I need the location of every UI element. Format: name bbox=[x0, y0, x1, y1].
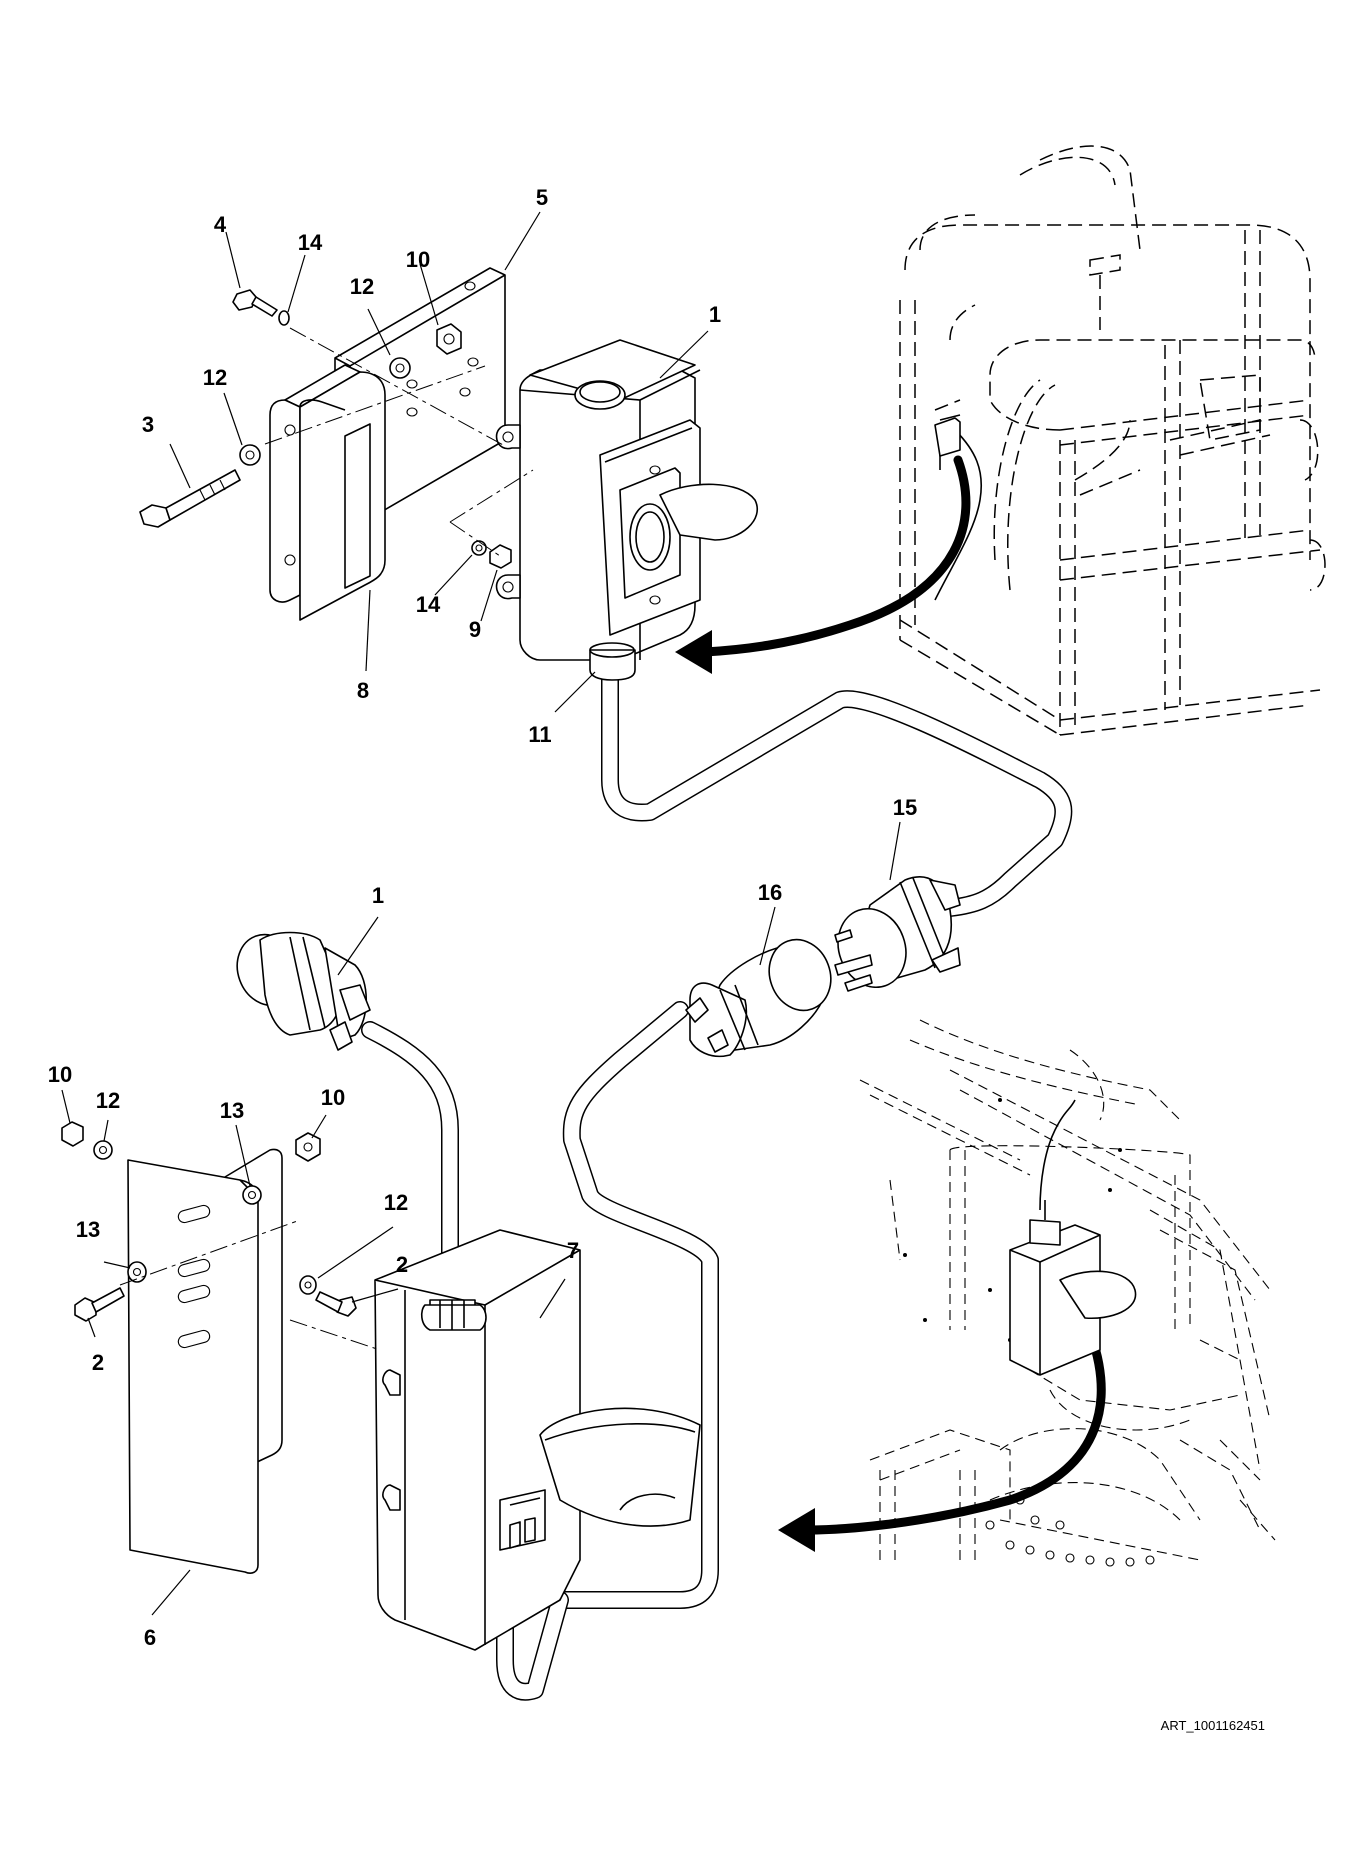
label-decal bbox=[344, 423, 371, 589]
art-id: ART_1001162451 bbox=[1161, 1718, 1265, 1733]
callout-6: 6 bbox=[144, 1625, 156, 1650]
spacer-lower-right bbox=[242, 1185, 262, 1205]
chassis-phantom bbox=[859, 1019, 1276, 1567]
breaker-cable bbox=[361, 1021, 459, 1309]
lock-nut-lower bbox=[489, 544, 512, 569]
chassis-outlet-detail bbox=[1009, 1200, 1137, 1376]
centerline-a bbox=[289, 327, 506, 447]
callout-10: 10 bbox=[48, 1062, 72, 1087]
outlet-cable bbox=[601, 646, 1073, 917]
breaker-plug bbox=[236, 931, 371, 1051]
callout-7: 7 bbox=[567, 1238, 579, 1263]
callout-1: 1 bbox=[372, 883, 384, 908]
centerline-f bbox=[289, 1319, 381, 1351]
callout-10: 10 bbox=[406, 247, 430, 272]
lock-washer-lower bbox=[471, 540, 487, 556]
washer-lower-left bbox=[93, 1140, 113, 1160]
hex-bolt-top bbox=[232, 289, 278, 317]
long-hex-bolt bbox=[139, 469, 241, 528]
callout-12: 12 bbox=[350, 274, 374, 299]
chassis-cable-lead bbox=[1039, 1099, 1076, 1211]
callout-10: 10 bbox=[321, 1085, 345, 1110]
callout-12: 12 bbox=[203, 365, 227, 390]
breaker-box bbox=[374, 1229, 701, 1651]
platform-location-arrow bbox=[675, 455, 971, 674]
callout-16: 16 bbox=[758, 880, 782, 905]
callout-15: 15 bbox=[893, 795, 917, 820]
cable-gland bbox=[420, 1299, 487, 1331]
callout-2: 2 bbox=[396, 1252, 408, 1277]
cable-grommet bbox=[589, 642, 636, 681]
breaker-lower-cable bbox=[496, 1591, 569, 1701]
flat-washer-bolt bbox=[239, 444, 261, 466]
callout-1: 1 bbox=[709, 302, 721, 327]
callout-3: 3 bbox=[142, 412, 154, 437]
callout-14: 14 bbox=[416, 592, 441, 617]
platform-outlet-detail bbox=[934, 414, 961, 457]
callout-8: 8 bbox=[357, 678, 369, 703]
callout-9: 9 bbox=[469, 617, 481, 642]
washer-lower-right bbox=[299, 1275, 317, 1295]
plug-connector bbox=[834, 876, 961, 992]
centerline-d bbox=[449, 521, 501, 557]
centerline-b bbox=[264, 365, 486, 445]
callout-4: 4 bbox=[214, 212, 227, 237]
callout-2: 2 bbox=[92, 1350, 104, 1375]
outlet-box bbox=[495, 339, 758, 661]
callout-14: 14 bbox=[298, 230, 323, 255]
callout-13: 13 bbox=[220, 1098, 244, 1123]
callout-12: 12 bbox=[96, 1088, 120, 1113]
backing-plate-lower bbox=[127, 1148, 283, 1574]
chassis-location-arrow bbox=[778, 1315, 1106, 1552]
lock-washer-top bbox=[278, 310, 290, 326]
hex-nut-lower-right bbox=[295, 1132, 321, 1162]
leader-lines bbox=[61, 211, 901, 1616]
bolt-lower-left bbox=[74, 1287, 125, 1322]
hex-nut-top bbox=[436, 323, 462, 355]
callout-11: 11 bbox=[528, 722, 551, 747]
callout-12: 12 bbox=[384, 1190, 408, 1215]
centerline-c bbox=[449, 469, 534, 523]
callout-labels: 5 4 14 10 12 1 12 3 14 9 8 11 15 1 16 10… bbox=[48, 185, 917, 1650]
connector-body bbox=[685, 938, 832, 1058]
bolt-lower-right bbox=[315, 1291, 357, 1317]
socket-cable bbox=[551, 1001, 719, 1609]
callout-13: 13 bbox=[76, 1217, 100, 1242]
callout-5: 5 bbox=[536, 185, 548, 210]
hex-nut-lower-left bbox=[61, 1121, 84, 1147]
platform-basket-phantom bbox=[899, 145, 1326, 736]
spacer-lower-left bbox=[127, 1261, 147, 1283]
flat-washer-top bbox=[389, 357, 411, 379]
